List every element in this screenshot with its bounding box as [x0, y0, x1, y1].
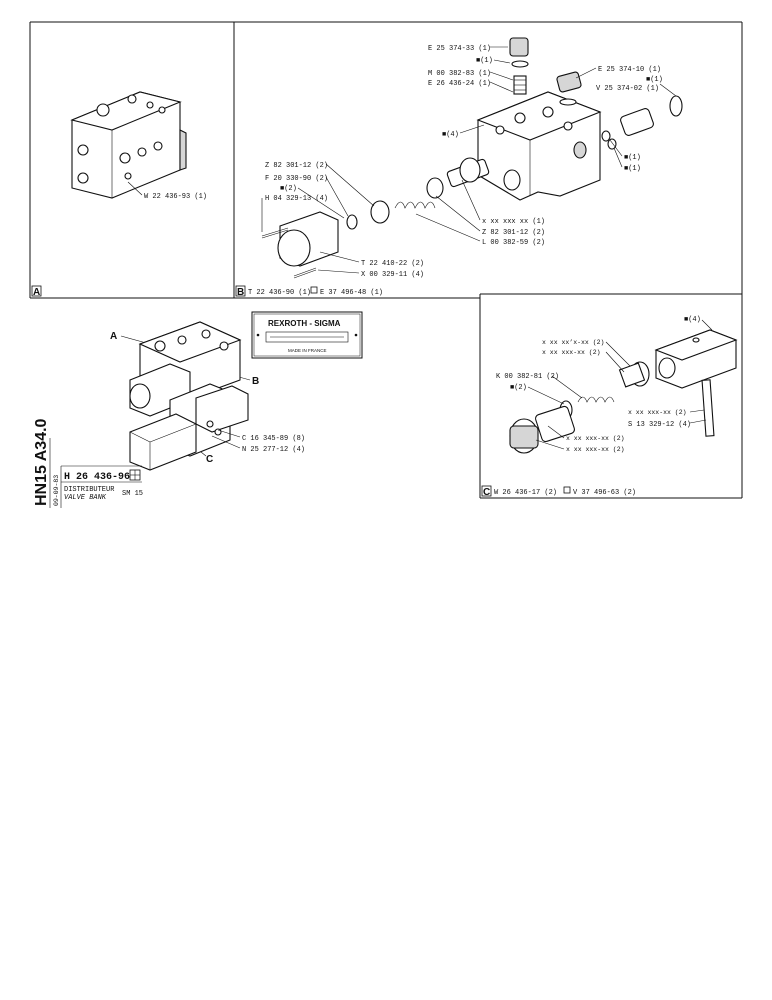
callout-h04329-13: H 04 329-13 (4): [265, 195, 328, 203]
panel-b-assembly-ref: T 22 436-90 (1): [248, 289, 311, 297]
overview-callout-c16345-89: C 16 345-89 (8): [242, 435, 305, 443]
callout-e25374-33: E 25 374-33 (1): [428, 45, 491, 53]
leader-c9: [535, 439, 565, 450]
overview-assembly: A B C C 16 345-89 (8) N 25 277-12 (4): [110, 311, 363, 471]
callout-c-xxx-b: x xx xxx-xx (2): [542, 349, 601, 356]
panel-c-letter-box: [481, 485, 492, 497]
plug-stack-right: [556, 71, 683, 150]
nameplate-brand: REXROTH - SIGMA: [268, 319, 341, 328]
callout-z82301-12-left: Z 82 301-12 (2): [265, 162, 328, 170]
callout-e25374-10: E 25 374-10 (1): [598, 66, 661, 74]
leader-c7: [689, 419, 707, 424]
callout-t22410-22: T 22 410-22 (2): [361, 260, 424, 268]
title-block-title-fr: DISTRIBUTEUR: [64, 486, 115, 494]
callout-e26436-24: E 26 436-24 (1): [428, 80, 491, 88]
leader-b12: [297, 187, 345, 219]
panel-c-assembly-ref: W 26 436-17 (2): [494, 489, 557, 497]
leader-b11: [325, 176, 349, 217]
callout-b-sq4: ■(4): [442, 131, 459, 139]
title-block-code: HN15 A34.0: [33, 418, 50, 506]
leader-b2: [493, 59, 511, 64]
end-cap-b: [261, 211, 339, 279]
leader-b18: [317, 269, 360, 274]
relief-valve-c-drawing: [509, 329, 738, 454]
callout-l00382-59: L 00 382-59 (2): [482, 239, 545, 247]
overview-callout-n25277-12: N 25 277-12 (4): [242, 446, 305, 454]
leader-b14: [461, 179, 481, 221]
callout-c-xxx-e: x xx xxx-xx (2): [566, 446, 625, 453]
panel-c-kit-ref: V 37 496-63 (2): [573, 489, 636, 497]
overview-label-a: A: [110, 331, 117, 342]
callout-b-sq1-r3: ■(1): [624, 165, 641, 173]
valve-body-b-drawing: [446, 91, 602, 201]
plug-stack-top: [509, 37, 529, 95]
valve-body-a-drawing: [70, 91, 187, 199]
callout-v25374-02: V 25 374-02 (1): [596, 85, 659, 93]
panel-b-kit-ref: E 37 496-48 (1): [320, 289, 383, 297]
leader-b4: [489, 81, 514, 93]
callout-c-sq2: ■(2): [510, 384, 527, 392]
leader-a1: [127, 181, 143, 196]
callout-c-xxx-c: x xx xxx-xx (2): [628, 409, 687, 416]
nameplate-made-in: MADE IN FRANCE: [288, 348, 327, 353]
callout-b-sq2: ■(2): [280, 185, 297, 193]
rexroth-sigma-nameplate: REXROTH - SIGMA MADE IN FRANCE: [251, 311, 363, 359]
callout-k00382-81: K 00 382-81 (2): [496, 373, 559, 381]
overview-leader-n25277: [211, 435, 241, 449]
title-block: HN15 A34.0 09-09-83 H 26 436-96 DISTRIBU…: [33, 418, 143, 508]
leader-b7: [459, 124, 485, 134]
title-block-part-number: H 26 436-96: [64, 472, 130, 483]
panel-b: B T 22 436-90 (1) E 37 496-48 (1): [235, 37, 683, 298]
leader-b9: [613, 147, 623, 168]
leader-c5: [527, 386, 565, 405]
spring-group-b: [346, 177, 444, 230]
panel-b-kit-square: [310, 286, 318, 294]
callout-x00329-11: X 00 329-11 (4): [361, 271, 424, 279]
leader-b8: [609, 139, 623, 157]
overview-leader-c16345: [217, 429, 241, 438]
leader-c1: [701, 319, 713, 331]
callout-b-sq1-top: ■(1): [476, 57, 493, 65]
callout-c-xxx-d: x xx xxx-xx (2): [566, 435, 625, 442]
callout-xxx-1: x xx xxx xx (1): [482, 218, 545, 226]
panel-a-letter-box: [31, 285, 42, 297]
panel-b-letter: B: [237, 287, 244, 298]
panel-c-letter: C: [483, 487, 490, 498]
leader-c3: [605, 351, 625, 373]
callout-s13329-12: S 13 329-12 (4): [628, 421, 691, 429]
leader-b5: [575, 67, 597, 79]
leader-c4: [551, 375, 583, 399]
leader-b6: [659, 83, 677, 97]
leader-c8: [547, 425, 565, 439]
title-block-date: 09-09-83: [53, 475, 60, 506]
title-block-model: SM 15: [122, 490, 143, 498]
callout-m00382-83: M 00 382-83 (1): [428, 70, 491, 78]
callout-c-sq4: ■(4): [684, 316, 701, 324]
leader-c2: [605, 341, 631, 367]
callout-c-xxx-a: x xx xx’x-xx (2): [542, 339, 604, 346]
overview-valve-stack-drawing: [129, 321, 249, 471]
leader-b16: [415, 213, 481, 242]
callout-f20330-90: F 20 330-90 (2): [265, 175, 328, 183]
leader-b10: [325, 163, 375, 207]
panel-c-kit-square: [563, 486, 571, 494]
leader-c6: [689, 409, 705, 413]
panel-c: C W 26 436-17 (2) V 37 496-63 (2) ■(4) x…: [481, 316, 738, 498]
callout-b-sq1-r2: ■(1): [624, 154, 641, 162]
panel-a-letter: A: [33, 287, 40, 298]
panel-frames: [29, 21, 743, 499]
panel-a: A W 22 436-93 (1): [31, 91, 207, 298]
callout-z82301-12-right: Z 82 301-12 (2): [482, 229, 545, 237]
leader-b17: [319, 251, 360, 263]
callout-b-sq1-right: ■(1): [646, 76, 663, 84]
leader-b3: [489, 71, 514, 81]
overview-label-b: B: [252, 376, 259, 387]
overview-label-c: C: [206, 454, 213, 465]
panel-b-letter-box: [235, 285, 246, 297]
leader-b15: [435, 195, 481, 232]
title-block-title-en: VALVE BANK: [64, 494, 107, 502]
callout-w22436-93: W 22 436-93 (1): [144, 193, 207, 201]
